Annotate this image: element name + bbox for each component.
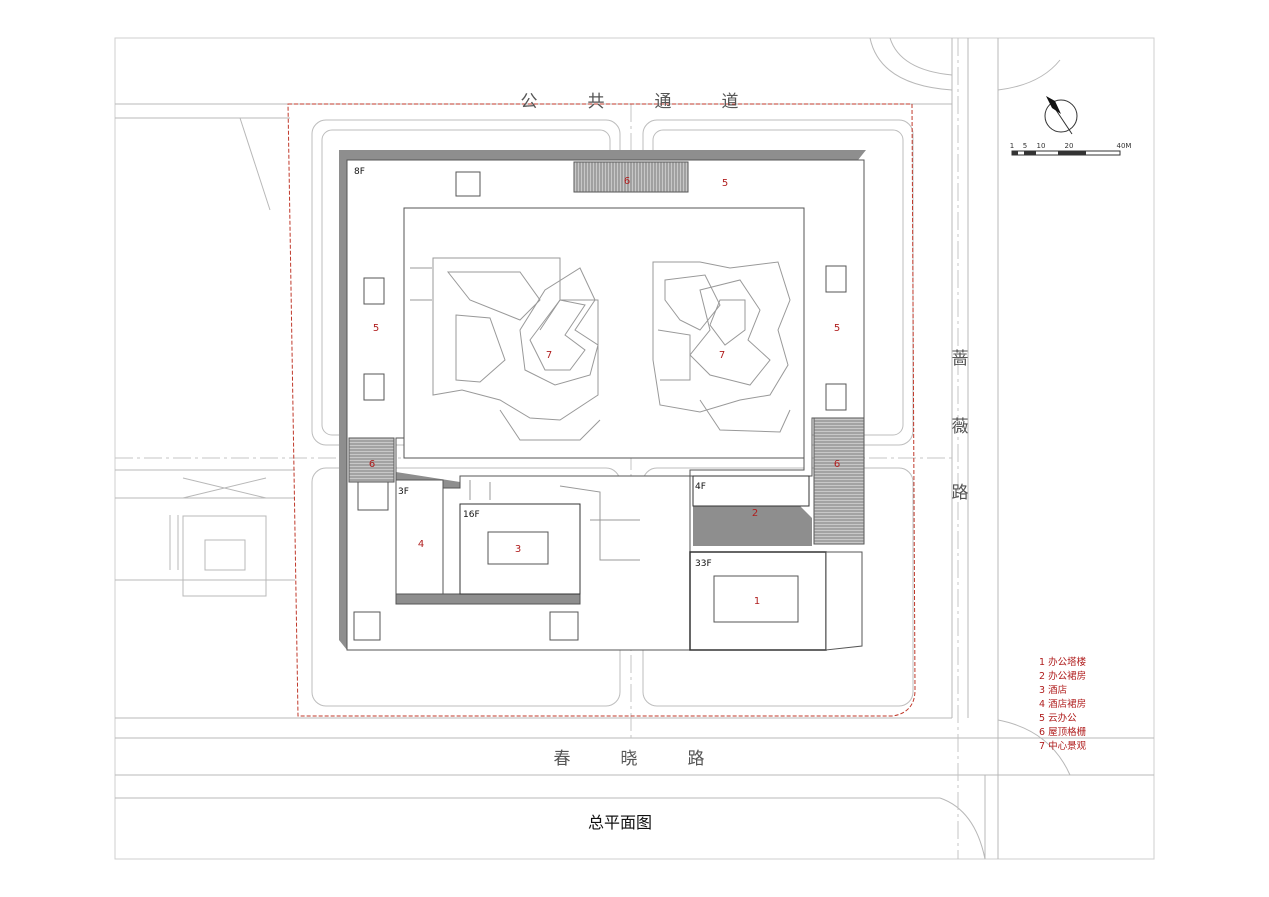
scale-bar: 1 5 10 20 40M — [1010, 142, 1132, 156]
zone-labels: 6 5 5 5 7 7 6 6 4 3 2 1 — [369, 176, 840, 607]
landscape-paths — [410, 257, 791, 441]
zone-label: 2 — [752, 508, 758, 519]
hotel-podium — [395, 479, 444, 595]
road-char: 蔷 — [952, 349, 971, 369]
road-char: 通 — [655, 92, 674, 112]
road-char: 共 — [588, 92, 607, 112]
scale-tick: 20 — [1065, 142, 1074, 150]
floor-label-33f: 33F — [695, 559, 712, 569]
road-char: 路 — [688, 749, 707, 769]
floor-label-8f: 8F — [354, 167, 365, 177]
floor-label-4f: 4F — [695, 482, 706, 492]
floor-label-3f: 3F — [398, 487, 409, 497]
legend-item: 3 酒店 — [1039, 684, 1067, 696]
road-char: 薇 — [952, 417, 971, 437]
roof-openings — [353, 171, 847, 641]
road-char: 晓 — [621, 749, 640, 769]
zone-label: 6 — [834, 459, 840, 470]
zone-label: 7 — [546, 350, 552, 361]
hotel-core — [487, 531, 549, 565]
office-core — [713, 575, 799, 623]
office-podium — [692, 475, 810, 507]
legend-item: 7 中心景观 — [1039, 740, 1087, 752]
zone-label: 6 — [369, 459, 375, 470]
road-label-east: 蔷 薇 路 — [952, 349, 971, 503]
floor-label-16f: 16F — [463, 510, 480, 520]
north-arrow-icon — [1044, 96, 1078, 135]
scale-tick: 1 — [1010, 142, 1014, 150]
road-label-south: 春 晓 路 — [554, 749, 707, 769]
drawing-title: 总平面图 — [588, 813, 652, 832]
legend: 1 办公塔楼 2 办公裙房 3 酒店 4 酒店裙房 5 云办公 6 屋顶格栅 7… — [1039, 656, 1087, 752]
roof-grille-east — [813, 417, 865, 545]
office-tower-side — [825, 551, 863, 651]
stair-block — [357, 481, 389, 511]
road-char: 道 — [722, 92, 741, 112]
zone-label: 6 — [624, 176, 630, 187]
legend-item: 5 云办公 — [1039, 712, 1077, 724]
hotel-terrace-lines — [469, 480, 640, 561]
roof-grille-north — [573, 161, 689, 193]
zone-label: 5 — [722, 178, 728, 189]
drawing-frame — [114, 37, 1155, 860]
scale-tick: 40M — [1117, 142, 1132, 150]
legend-item: 2 办公裙房 — [1039, 670, 1086, 682]
road-label-north: 公 共 通 道 — [521, 92, 741, 112]
zone-label: 5 — [834, 323, 840, 334]
scale-tick: 5 — [1023, 142, 1027, 150]
zone-label: 1 — [754, 596, 760, 607]
legend-item: 6 屋顶格栅 — [1039, 726, 1087, 738]
road-lines — [115, 37, 1154, 860]
zone-label: 7 — [719, 350, 725, 361]
legend-item: 4 酒店裙房 — [1039, 698, 1086, 710]
zone-label: 3 — [515, 544, 521, 555]
legend-item: 1 办公塔楼 — [1039, 656, 1087, 668]
road-char: 路 — [952, 483, 971, 503]
zone-label: 4 — [418, 539, 424, 550]
roof-grille-west — [348, 437, 395, 483]
zone-label: 5 — [373, 323, 379, 334]
scale-tick: 10 — [1037, 142, 1046, 150]
courtyard — [403, 207, 805, 459]
road-char: 公 — [521, 92, 540, 112]
road-char: 春 — [554, 749, 573, 769]
